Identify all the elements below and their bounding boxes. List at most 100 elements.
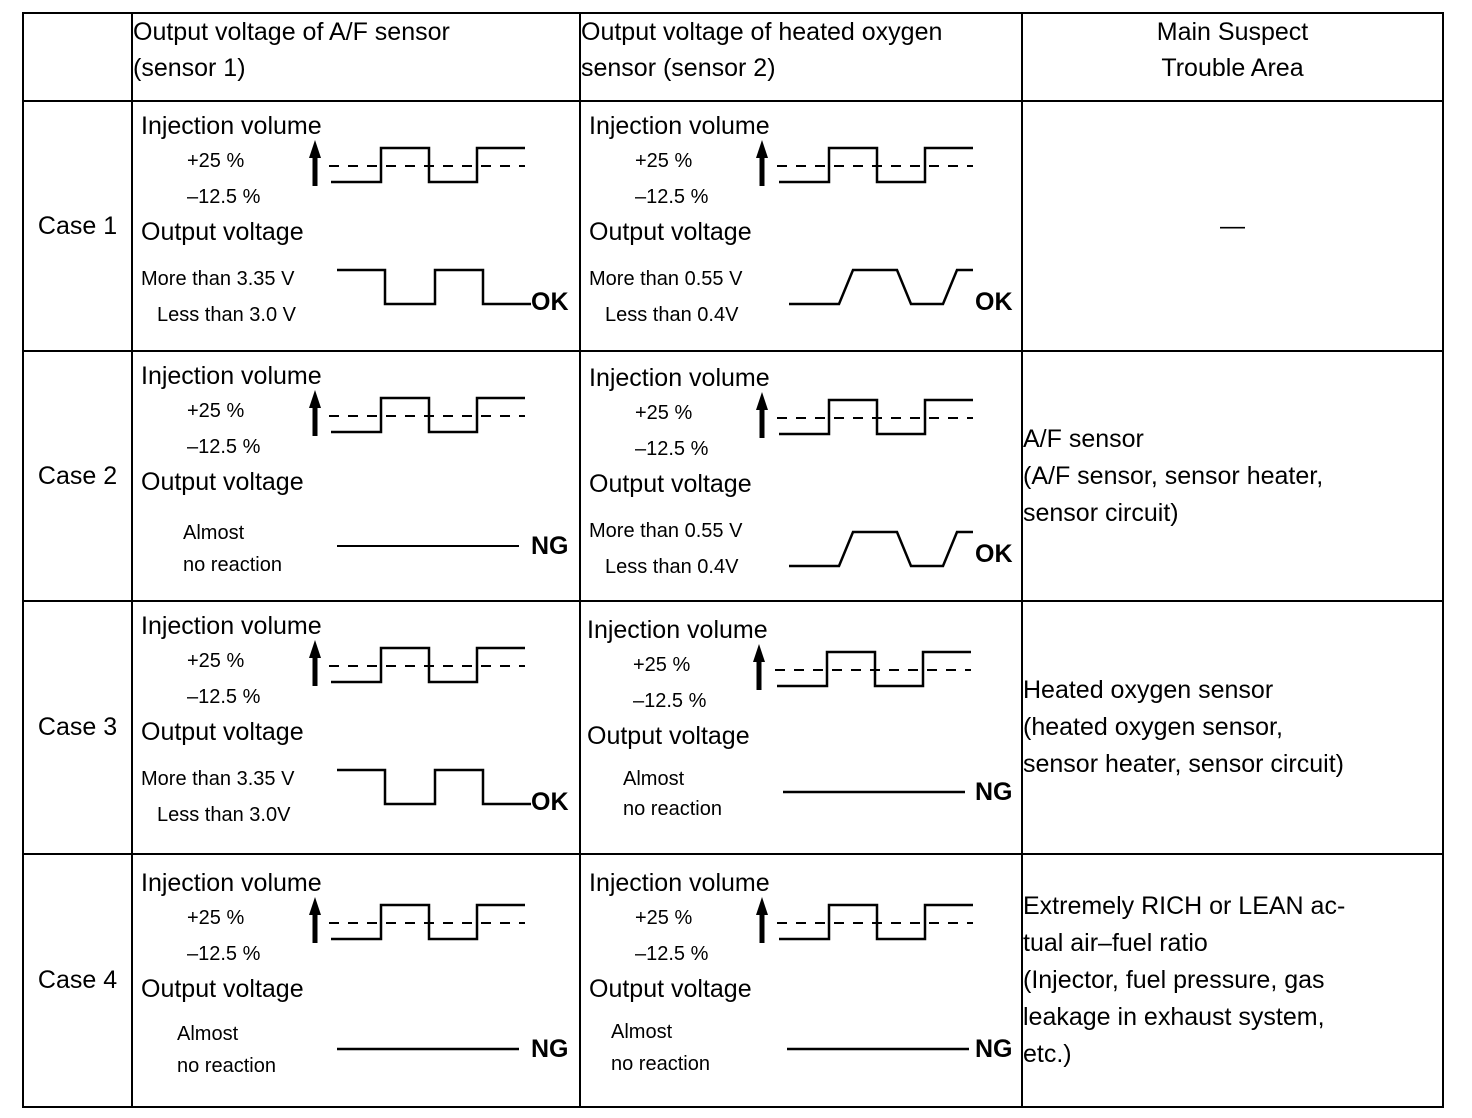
no-reaction-line2: no reaction [623,798,722,820]
injection-waveform [309,897,525,943]
header-af-sensor: Output voltage of A/F sensor (sensor 1) [131,12,581,102]
trouble-area-cell: Heated oxygen sensor (heated oxygen sens… [1021,600,1444,855]
injection-waveform [309,140,525,186]
af-output-waveform [337,768,531,806]
low-voltage-label: Less than 0.4V [605,556,739,578]
minus-12-5-label: –12.5 % [635,186,709,208]
low-voltage-label: Less than 3.0V [157,804,291,826]
no-reaction-line1: Almost [177,1023,239,1045]
ho2-cell: Injection volume +25 % –12.5 % Output vo… [579,853,1023,1108]
low-voltage-label: Less than 3.0 V [157,304,296,326]
verdict-ng: NG [531,1035,569,1063]
plus-25-label: +25 % [633,654,691,676]
diagnosis-table: Output voltage of A/F sensor (sensor 1) … [22,12,1444,1108]
no-reaction-line1: Almost [611,1021,673,1043]
verdict-ng: NG [975,1035,1013,1063]
minus-12-5-label: –12.5 % [187,186,261,208]
minus-12-5-label: –12.5 % [633,690,707,712]
no-reaction-line1: Almost [183,522,245,544]
injection-volume-label: Injection volume [587,616,768,644]
case-label: Case 3 [22,600,133,855]
trouble-line: etc.) [1023,1040,1072,1068]
injection-waveform [756,140,973,186]
af-cell: Injection volume +25 % –12.5 % Output vo… [131,853,581,1108]
case-row-2: Case 2 Injection volume +25 % –12.5 % Ou… [22,350,1444,602]
ho2-output-waveform [789,530,973,568]
trouble-line: (Injector, fuel pressure, gas [1023,966,1325,994]
injection-volume-label: Injection volume [589,112,770,140]
af-output-waveform [337,268,531,306]
trouble-line: A/F sensor [1023,424,1144,453]
output-voltage-label: Output voltage [141,218,304,246]
output-voltage-label: Output voltage [141,718,304,746]
case-row-4: Case 4 Injection volume +25 % –12.5 % Ou… [22,853,1444,1108]
low-voltage-label: Less than 0.4V [605,304,739,326]
trouble-line: sensor heater, sensor circuit) [1023,750,1344,778]
ho2-flat-waveform [783,790,965,794]
output-voltage-label: Output voltage [587,722,750,750]
plus-25-label: +25 % [187,907,245,929]
output-voltage-label: Output voltage [589,470,752,498]
header-corner [22,12,133,102]
trouble-none: — [1220,211,1245,240]
header-ho2-line2: sensor (sensor 2) [581,54,776,82]
header-ho2-line1: Output voltage of heated oxygen [581,18,943,46]
minus-12-5-label: –12.5 % [187,436,261,458]
af-cell: Injection volume +25 % –12.5 % Output vo… [131,600,581,855]
case-label: Case 2 [22,350,133,602]
no-reaction-line2: no reaction [177,1055,276,1077]
case-row-1: Case 1 Injection volume +25 % –12.5 % Ou… [22,100,1444,352]
output-voltage-label: Output voltage [141,468,304,496]
high-voltage-label: More than 3.35 V [141,768,295,790]
trouble-line: sensor circuit) [1023,498,1179,527]
case-label: Case 1 [22,100,133,352]
header-af-line2: (sensor 1) [133,54,246,82]
af-cell: Injection volume +25 % –12.5 % Output vo… [131,350,581,602]
output-voltage-label: Output voltage [141,975,304,1003]
injection-volume-label: Injection volume [141,112,322,140]
injection-waveform [309,640,525,686]
injection-waveform [756,392,973,438]
trouble-line: (A/F sensor, sensor heater, [1023,461,1324,490]
plus-25-label: +25 % [635,907,693,929]
minus-12-5-label: –12.5 % [635,943,709,965]
af-cell: Injection volume +25 % –12.5 % Output vo… [131,100,581,352]
output-voltage-label: Output voltage [589,218,752,246]
trouble-line: Heated oxygen sensor [1023,676,1274,704]
plus-25-label: +25 % [187,150,245,172]
trouble-line: leakage in exhaust system, [1023,1003,1325,1031]
trouble-area-cell: Extremely RICH or LEAN ac- tual air–fuel… [1021,853,1444,1108]
no-reaction-line2: no reaction [183,554,282,576]
no-reaction-line1: Almost [623,768,685,790]
ho2-cell: Injection volume +25 % –12.5 % Output vo… [579,100,1023,352]
minus-12-5-label: –12.5 % [187,686,261,708]
case-label: Case 4 [22,853,133,1108]
verdict-ok: OK [975,540,1013,568]
af-flat-waveform [337,545,519,547]
ho2-cell: Injection volume +25 % –12.5 % Output vo… [579,350,1023,602]
trouble-area-cell: A/F sensor (A/F sensor, sensor heater, s… [1021,350,1444,602]
ho2-cell: Injection volume +25 % –12.5 % Output vo… [579,600,1023,855]
plus-25-label: +25 % [187,400,245,422]
header-trouble-line1: Main Suspect [1156,18,1309,46]
verdict-ng: NG [531,532,569,560]
trouble-line: (heated oxygen sensor, [1023,713,1283,741]
high-voltage-label: More than 0.55 V [589,520,743,542]
plus-25-label: +25 % [635,150,693,172]
case-row-3: Case 3 Injection volume +25 % –12.5 % Ou… [22,600,1444,855]
verdict-ok: OK [975,288,1013,316]
injection-volume-label: Injection volume [141,612,322,640]
trouble-area-cell: — [1021,100,1444,352]
high-voltage-label: More than 3.35 V [141,268,295,290]
ho2-output-waveform [789,268,973,306]
ho2-flat-waveform [787,1047,969,1051]
injection-volume-label: Injection volume [589,869,770,897]
verdict-ng: NG [975,778,1013,806]
header-row: Output voltage of A/F sensor (sensor 1) … [22,12,1444,102]
af-flat-waveform [337,1047,519,1051]
output-voltage-label: Output voltage [589,975,752,1003]
header-af-line1: Output voltage of A/F sensor [133,18,450,46]
trouble-line: tual air–fuel ratio [1023,929,1208,957]
plus-25-label: +25 % [187,650,245,672]
verdict-ok: OK [531,288,569,316]
